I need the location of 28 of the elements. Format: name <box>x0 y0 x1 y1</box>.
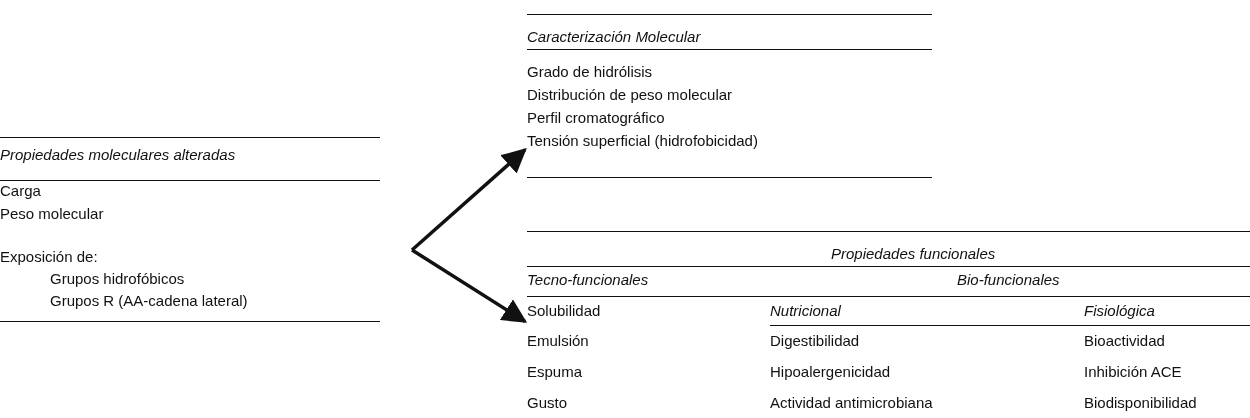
arrow <box>410 148 527 252</box>
table-heading: Propiedades funcionales <box>831 245 996 263</box>
column-heading: Fisiológica <box>1084 302 1155 320</box>
column-heading: Bio-funcionales <box>957 271 1060 289</box>
table-cell: Biodisponibilidad <box>1084 394 1197 412</box>
table-cell: Emulsión <box>527 332 589 350</box>
table-cell: Digestibilidad <box>770 332 860 350</box>
list-item: Perfil cromatográfico <box>527 109 665 127</box>
list-item: Exposición de: <box>0 248 98 266</box>
list-item: Grupos R (AA-cadena lateral) <box>50 292 248 310</box>
list-item: Peso molecular <box>0 205 104 223</box>
table-cell: Inhibición ACE <box>1084 363 1182 381</box>
arrow <box>411 248 528 323</box>
list-item: Grado de hidrólisis <box>527 63 653 81</box>
column-heading: Nutricional <box>770 302 841 320</box>
column-heading: Tecno-funcionales <box>527 271 649 289</box>
list-item: Tensión superficial (hidrofobicidad) <box>527 132 758 150</box>
table-cell: Solubilidad <box>527 302 601 320</box>
table-heading: Caracterización Molecular <box>527 28 701 46</box>
table-cell: Gusto <box>527 394 568 412</box>
table-cell: Espuma <box>527 363 583 381</box>
list-item: Grupos hidrofóbicos <box>50 270 185 288</box>
table-cell: Actividad antimicrobiana <box>770 394 933 412</box>
table-cell: Bioactividad <box>1084 332 1165 350</box>
table-heading: Propiedades moleculares alteradas <box>0 146 236 164</box>
list-item: Distribución de peso molecular <box>527 86 733 104</box>
table-cell: Hipoalergenicidad <box>770 363 891 381</box>
list-item: Carga <box>0 182 41 200</box>
